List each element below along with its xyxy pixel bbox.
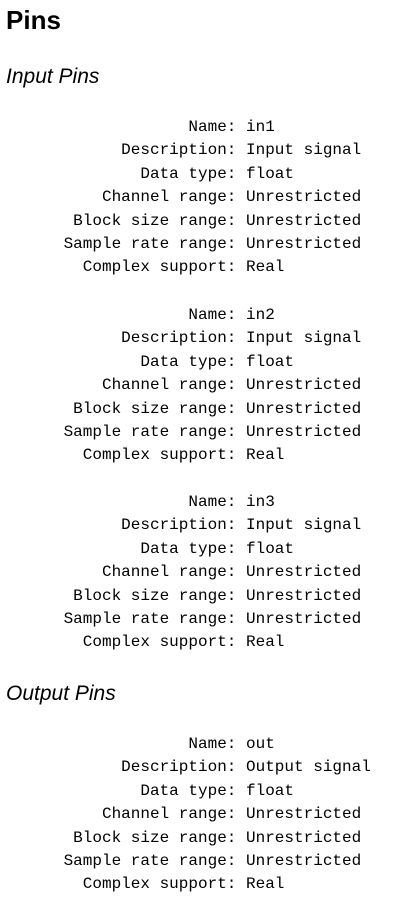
pin-row-description: Description: Input signal [0,327,402,350]
page-title: Pins [6,5,61,35]
pin-value: Unrestricted [246,563,362,582]
pin-row-channel-range: Channel range: Unrestricted [0,374,402,397]
pin-row-channel-range: Channel range: Unrestricted [0,186,402,209]
pin-label: Data type: [140,352,246,371]
pin-value: Input signal [246,516,362,535]
pin-label: Block size range: [73,211,246,230]
pin-value: Unrestricted [246,211,362,230]
pin-row-block-size-range: Block size range: Unrestricted [0,827,402,850]
pin-label: Sample rate range: [63,234,246,253]
pin-label: Complex support: [82,633,246,652]
pin-label: Description: [121,758,246,777]
pin-value: float [246,164,295,183]
pin-row-channel-range: Channel range: Unrestricted [0,561,402,584]
input-pins-heading: Input Pins [6,65,100,88]
pin-value: Unrestricted [246,586,362,605]
pin-label: Channel range: [101,805,246,824]
pin-value: Unrestricted [246,805,362,824]
pin-row-sample-rate-range: Sample rate range: Unrestricted [0,421,402,444]
pin-value: Unrestricted [246,609,362,628]
pin-label: Name: [188,118,246,136]
pin-label: Data type: [140,781,246,800]
pin-value: float [246,781,295,800]
output-pin-1: Name: out Description: Output signal Dat… [0,733,402,897]
pin-label: Name: [188,735,246,753]
pin-label: Complex support: [82,258,246,277]
pin-row-data-type: Data type: float [0,163,402,186]
pin-row-sample-rate-range: Sample rate range: Unrestricted [0,608,402,631]
pin-value: Unrestricted [246,828,362,847]
pin-row-name: Name: in1 [0,116,402,139]
pin-row-block-size-range: Block size range: Unrestricted [0,585,402,608]
pin-value: Real [246,446,285,465]
pin-label: Sample rate range: [63,422,246,441]
pin-label: Channel range: [101,376,246,395]
pin-value: out [246,735,275,753]
pin-label: Data type: [140,164,246,183]
pin-label: Sample rate range: [63,851,246,870]
input-pin-1: Name: in1 Description: Input signal Data… [0,116,402,280]
pin-row-data-type: Data type: float [0,538,402,561]
pin-row-data-type: Data type: float [0,351,402,374]
input-pin-3: Name: in3 Description: Input signal Data… [0,491,402,655]
pin-label: Channel range: [101,188,246,207]
pin-row-channel-range: Channel range: Unrestricted [0,803,402,826]
pin-value: Unrestricted [246,422,362,441]
pin-row-complex-support: Complex support: Real [0,444,402,467]
pin-value: in2 [246,306,275,324]
pin-value: float [246,539,295,558]
pin-row-data-type: Data type: float [0,780,402,803]
pin-value: Unrestricted [246,399,362,418]
pin-row-block-size-range: Block size range: Unrestricted [0,210,402,233]
pin-row-sample-rate-range: Sample rate range: Unrestricted [0,233,402,256]
pin-value: Unrestricted [246,188,362,207]
pin-value: Real [246,633,285,652]
pin-label: Complex support: [82,875,246,894]
pin-value: Real [246,258,285,277]
pin-row-name: Name: in3 [0,491,402,514]
pin-value: Input signal [246,141,362,160]
pin-value: Unrestricted [246,851,362,870]
pin-value: Input signal [246,329,362,348]
pin-row-block-size-range: Block size range: Unrestricted [0,398,402,421]
pin-value: Unrestricted [246,376,362,395]
pin-row-complex-support: Complex support: Real [0,631,402,654]
pin-value: Output signal [246,758,371,777]
pin-row-description: Description: Input signal [0,514,402,537]
pin-value: in3 [246,493,275,511]
pin-row-complex-support: Complex support: Real [0,873,402,896]
pin-label: Name: [188,306,246,324]
pin-label: Block size range: [73,586,246,605]
pin-label: Description: [121,329,246,348]
pin-label: Block size range: [73,399,246,418]
pin-value: Unrestricted [246,234,362,253]
pin-value: float [246,352,295,371]
pin-row-sample-rate-range: Sample rate range: Unrestricted [0,850,402,873]
pin-row-description: Description: Input signal [0,139,402,162]
pin-label: Block size range: [73,828,246,847]
pin-row-name: Name: in2 [0,304,402,327]
pin-row-complex-support: Complex support: Real [0,256,402,279]
pin-row-description: Description: Output signal [0,756,402,779]
pin-label: Sample rate range: [63,609,246,628]
pin-label: Channel range: [101,563,246,582]
pin-label: Description: [121,516,246,535]
pin-label: Data type: [140,539,246,558]
pin-row-name: Name: out [0,733,402,756]
pin-label: Description: [121,141,246,160]
pin-label: Name: [188,493,246,511]
pin-label: Complex support: [82,446,246,465]
input-pin-2: Name: in2 Description: Input signal Data… [0,304,402,468]
output-pins-heading: Output Pins [6,682,116,705]
pin-value: in1 [246,118,275,136]
pin-value: Real [246,875,285,894]
